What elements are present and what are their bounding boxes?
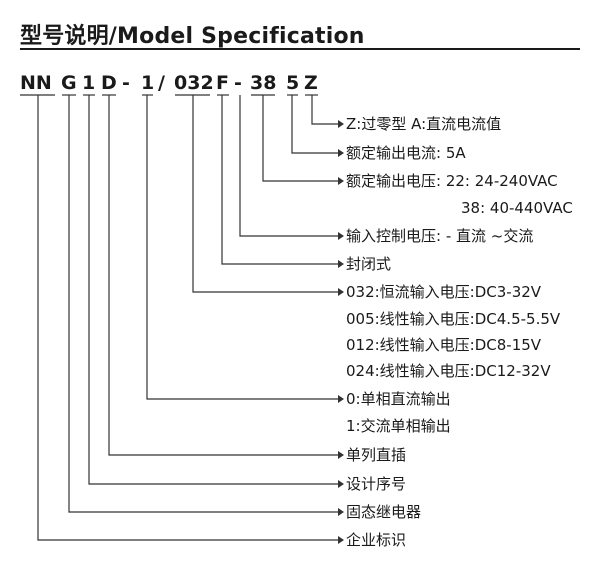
code-enterprise: NN	[20, 72, 52, 94]
leader-current	[291, 95, 338, 154]
desc-current: 额定输出电流: 5A	[346, 144, 466, 162]
desc-voltage-22: 额定输出电压: 22: 24-240VAC	[346, 172, 558, 190]
leader-phase	[146, 95, 338, 400]
arrow-package	[338, 260, 344, 268]
leader-package	[221, 95, 338, 265]
desc-phase-0: 0:单相直流输出	[346, 390, 451, 408]
leader-voltage	[262, 95, 338, 182]
leader-ssr	[68, 95, 338, 513]
arrow-mounting	[338, 451, 344, 459]
arrow-control-voltage	[338, 232, 344, 240]
desc-control-voltage: 输入控制电压: - 直流 ~交流	[346, 227, 534, 245]
code-dash-2: -	[234, 72, 242, 94]
leader-mounting	[108, 95, 338, 456]
desc-switch-type: Z:过零型 A:直流电流值	[346, 115, 502, 133]
desc-voltage-38: 38: 40-440VAC	[461, 199, 573, 217]
code-voltage: 38	[250, 72, 277, 94]
leader-design-seq	[88, 95, 338, 485]
arrow-input	[338, 288, 344, 296]
desc-phase-1: 1:交流单相输出	[346, 417, 451, 435]
arrow-ssr	[338, 508, 344, 516]
page-title: 型号说明/Model Specification	[20, 24, 365, 49]
leader-enterprise	[37, 95, 338, 541]
desc-input-005: 005:线性输入电压:DC4.5-5.5V	[346, 310, 561, 328]
code-switch-type: Z	[304, 72, 318, 94]
code-design-seq: 1	[82, 72, 96, 94]
title-divider	[20, 48, 580, 50]
desc-input-032: 032:恒流输入电压:DC3-32V	[346, 283, 542, 301]
code-phase: 1	[141, 72, 155, 94]
arrow-current	[338, 149, 344, 157]
code-current: 5	[286, 72, 300, 94]
leader-control-voltage	[239, 95, 338, 237]
arrow-phase	[338, 395, 344, 403]
arrow-enterprise	[338, 536, 344, 544]
leader-switch-type	[311, 95, 338, 125]
code-slash: /	[158, 72, 165, 94]
desc-package: 封闭式	[346, 255, 392, 273]
code-ssr: G	[61, 72, 77, 94]
desc-input-024: 024:线性输入电压:DC12-32V	[346, 362, 551, 380]
code-dash-1: -	[122, 72, 130, 94]
desc-input-012: 012:线性输入电压:DC8-15V	[346, 336, 542, 354]
code-mounting: D	[101, 72, 117, 94]
desc-ssr: 固态继电器	[346, 503, 422, 521]
arrow-switch-type	[338, 120, 344, 128]
arrow-design-seq	[338, 480, 344, 488]
leader-input	[192, 95, 338, 293]
arrow-voltage	[338, 177, 344, 185]
code-package: F	[216, 72, 229, 94]
desc-enterprise: 企业标识	[346, 531, 407, 549]
desc-mounting: 单列直插	[346, 446, 407, 464]
desc-design-seq: 设计序号	[346, 475, 407, 493]
code-control: 032	[174, 72, 214, 94]
